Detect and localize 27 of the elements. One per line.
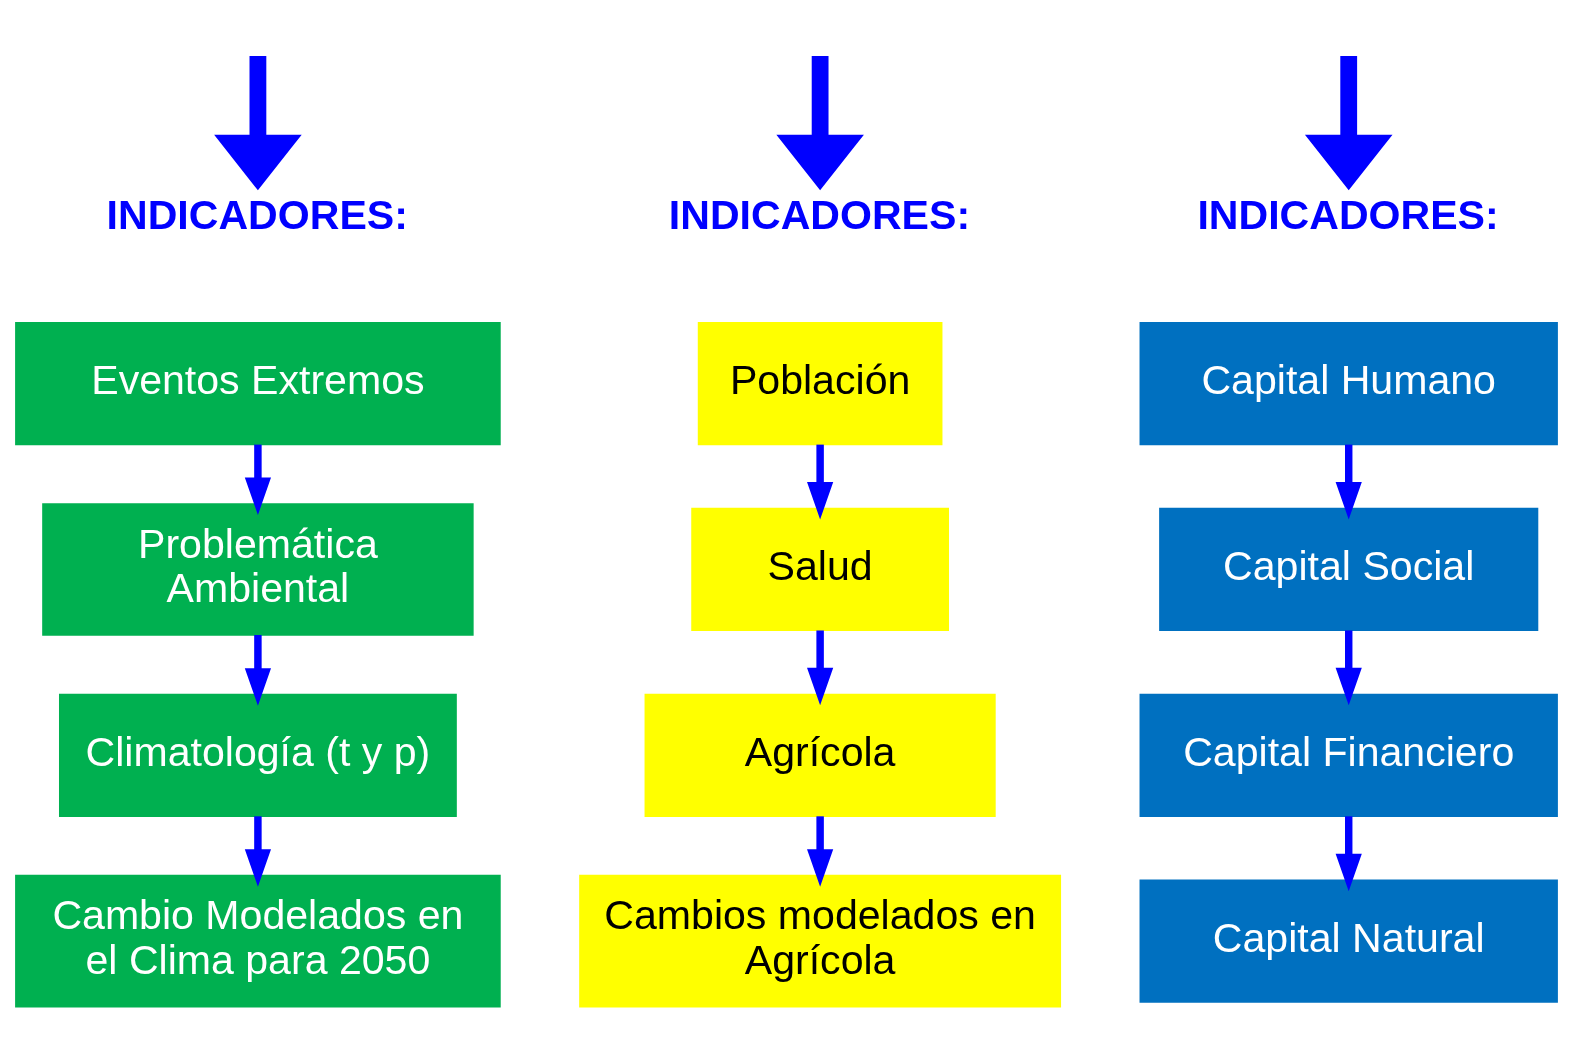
node-box: Población (697, 321, 943, 446)
node-box: Salud (691, 507, 949, 632)
node-box: Capital Natural (1139, 879, 1558, 1003)
node-box: Agrícola (644, 693, 996, 817)
node-box: Cambio Modelados en el Clima para 2050 (15, 874, 501, 1008)
node-box: Problemática Ambiental (42, 503, 474, 636)
node-box: Capital Financiero (1139, 693, 1558, 817)
node-box: Climatología (t y p) (59, 693, 457, 817)
arrow (1335, 816, 1362, 892)
node-box: Capital Social (1159, 507, 1539, 632)
node-box: Eventos Extremos (15, 321, 501, 446)
node-text: INDICADORES: (106, 191, 408, 238)
arrow (776, 55, 864, 191)
arrow (807, 630, 834, 706)
arrow (214, 55, 302, 191)
arrow (807, 816, 834, 887)
node-text: INDICADORES: (1197, 191, 1499, 238)
node-text: INDICADORES: (668, 191, 971, 238)
node-box: Capital Humano (1139, 321, 1558, 446)
arrow (244, 444, 272, 516)
arrow (807, 444, 834, 520)
arrow (1335, 630, 1362, 706)
node-box: Cambios modelados en Agrícola (579, 874, 1062, 1008)
arrow (1304, 55, 1393, 191)
arrow (244, 816, 272, 887)
arrow (1335, 444, 1362, 520)
arrow (244, 635, 272, 706)
